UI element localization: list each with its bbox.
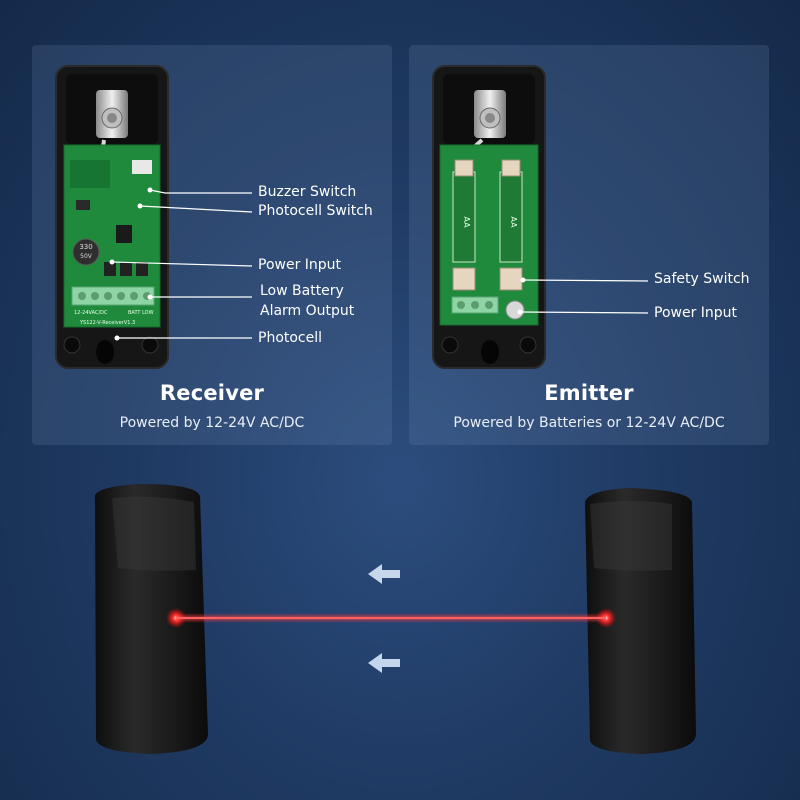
emitter-battery-label-1: AA xyxy=(462,216,471,228)
arrow-left-icon xyxy=(368,564,400,584)
arrow-left-icon-2 xyxy=(368,653,400,673)
receiver-cap-text-2: 50V xyxy=(80,253,93,260)
label-photocell-switch: Photocell Switch xyxy=(258,203,373,219)
label-photocell: Photocell xyxy=(258,330,323,346)
label-buzzer-switch: Buzzer Switch xyxy=(258,184,357,200)
emitter-title: Emitter xyxy=(544,381,634,405)
receiver-cap-text-1: 330 xyxy=(79,243,92,251)
emitter-subtitle: Powered by Batteries or 12-24V AC/DC xyxy=(453,415,725,431)
label-low-battery: Low Battery Alarm Output xyxy=(260,281,354,321)
receiver-title: Receiver xyxy=(159,381,265,405)
receiver-subtitle: Powered by 12-24V AC/DC xyxy=(119,415,305,431)
receiver-sensor xyxy=(95,484,208,754)
emitter-battery-label-2: AA xyxy=(509,216,518,228)
label-low-battery-line2: Alarm Output xyxy=(260,303,355,319)
receiver-terminal-text-left: 12-24VAC/DC xyxy=(74,310,108,316)
receiver-terminal-text-right: BATT LOW xyxy=(128,310,154,316)
label-receiver-power-input: Power Input xyxy=(258,257,342,273)
receiver-board-text: YS122-V-ReceiverV1.3 xyxy=(79,320,135,326)
receiver-device: 330 50V 12-24VAC/DC BATT LOW YS122-V-Rec… xyxy=(55,65,253,369)
label-low-battery-line1: Low Battery xyxy=(260,283,344,299)
emitter-device: AA AA xyxy=(432,65,649,369)
label-emitter-power-input: Power Input xyxy=(654,305,738,321)
label-safety-switch: Safety Switch xyxy=(654,271,750,287)
